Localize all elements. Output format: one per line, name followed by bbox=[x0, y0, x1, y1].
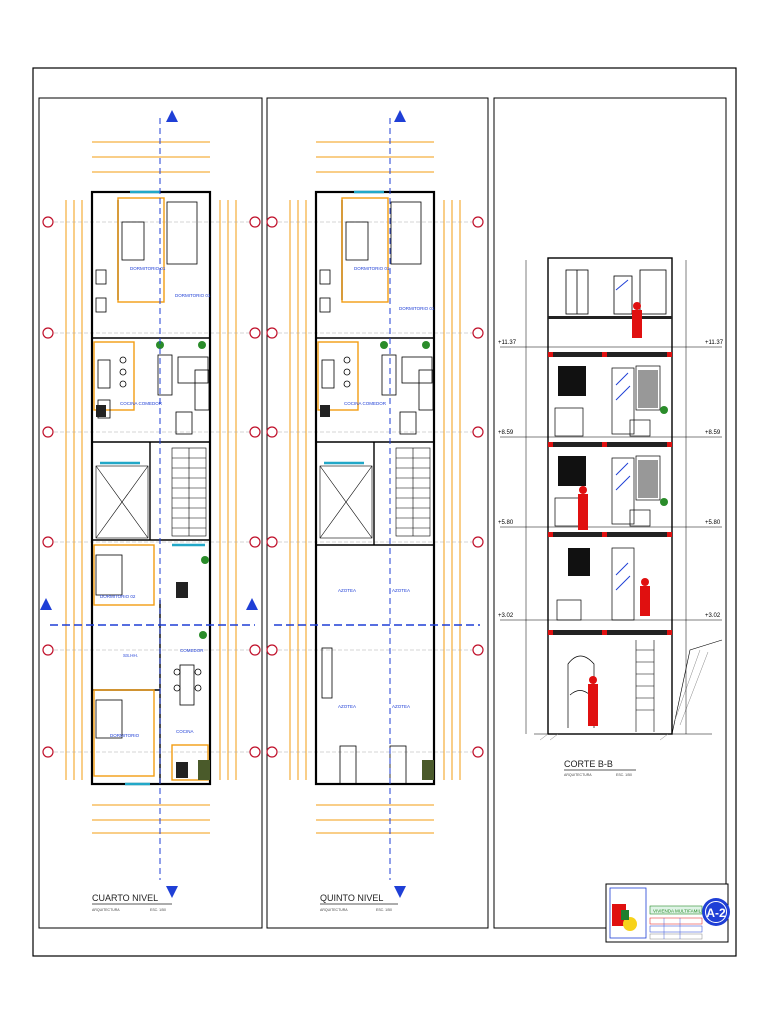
panel-fifth-frame bbox=[266, 97, 489, 929]
room-label-kitchen-dining: COCINA COMEDOR bbox=[120, 401, 163, 406]
panel-section-frame bbox=[493, 97, 727, 929]
room-label-roof2: AZOTEA bbox=[392, 588, 410, 593]
level-left-2: +8.59 bbox=[498, 430, 514, 436]
room-label-kitchen-dining-fifth: COCINA COMEDOR bbox=[344, 401, 387, 406]
room-label-bedroom3: DORMITORIO bbox=[110, 733, 140, 738]
title-block-project: VIVIENDA MULTIFAMILIAR bbox=[653, 909, 709, 914]
room-label-bedroom1b: DORMITORIO 01 bbox=[175, 293, 211, 298]
level-left-4: +3.02 bbox=[498, 613, 514, 619]
room-label-kitchen: COCINA bbox=[176, 729, 194, 734]
sheet-number-badge bbox=[702, 898, 730, 926]
panel-fourth-subtitle: ARQUITECTURA bbox=[92, 908, 120, 912]
room-label-bedroom1: DORMITORIO 01 bbox=[130, 266, 166, 271]
panel-section-subtitle: ARQUITECTURA bbox=[564, 773, 592, 777]
room-label-roof3: AZOTEA bbox=[338, 704, 356, 709]
section-bb: +11.37 +11.37 +8.59 +8.59 +5.80 +5.80 +3… bbox=[498, 257, 724, 777]
room-label-sshh: SS.HH. bbox=[123, 653, 138, 658]
panel-fourth-title: CUARTO NIVEL bbox=[92, 893, 158, 903]
panel-fourth-frame bbox=[38, 97, 263, 929]
panel-fourth-scale: ESC. 1/50 bbox=[150, 908, 166, 912]
room-label-bedroom1b-fifth: DORMITORIO 01 bbox=[399, 306, 435, 311]
room-label-roof4: AZOTEA bbox=[392, 704, 410, 709]
panel-section-scale: ESC. 1/50 bbox=[616, 773, 632, 777]
level-right-1: +11.37 bbox=[705, 340, 724, 346]
level-left-1: +11.37 bbox=[498, 340, 517, 346]
plan-fourth-level: DORMITORIO 01 DORMITORIO 01 COCINA COMED… bbox=[40, 110, 261, 912]
room-label-roof1: AZOTEA bbox=[338, 588, 356, 593]
plan-fifth-level: DORMITORIO 01 DORMITORIO 01 COCINA COMED… bbox=[266, 110, 484, 912]
logo-yellow-circle bbox=[623, 917, 637, 931]
logo-red-shape bbox=[612, 904, 626, 926]
sheet-number: A-2 bbox=[706, 906, 726, 920]
panel-fifth-title: QUINTO NIVEL bbox=[320, 893, 383, 903]
room-label-bedroom1-fifth: DORMITORIO 01 bbox=[354, 266, 390, 271]
logo-green-shape bbox=[621, 910, 629, 920]
level-left-3: +5.80 bbox=[498, 520, 514, 526]
level-right-2: +8.59 bbox=[705, 430, 721, 436]
panel-section-title: CORTE B-B bbox=[564, 759, 613, 769]
title-block: VIVIENDA MULTIFAMILIAR A-2 bbox=[605, 883, 730, 943]
panel-fifth-scale: ESC. 1/50 bbox=[376, 908, 392, 912]
sheet-border bbox=[32, 67, 737, 957]
room-label-bedroom2: DORMITORIO 02 bbox=[100, 594, 136, 599]
level-right-3: +5.80 bbox=[705, 520, 721, 526]
level-right-4: +3.02 bbox=[705, 613, 721, 619]
room-label-dining: COMEDOR bbox=[180, 648, 204, 653]
panel-fifth-subtitle: ARQUITECTURA bbox=[320, 908, 348, 912]
